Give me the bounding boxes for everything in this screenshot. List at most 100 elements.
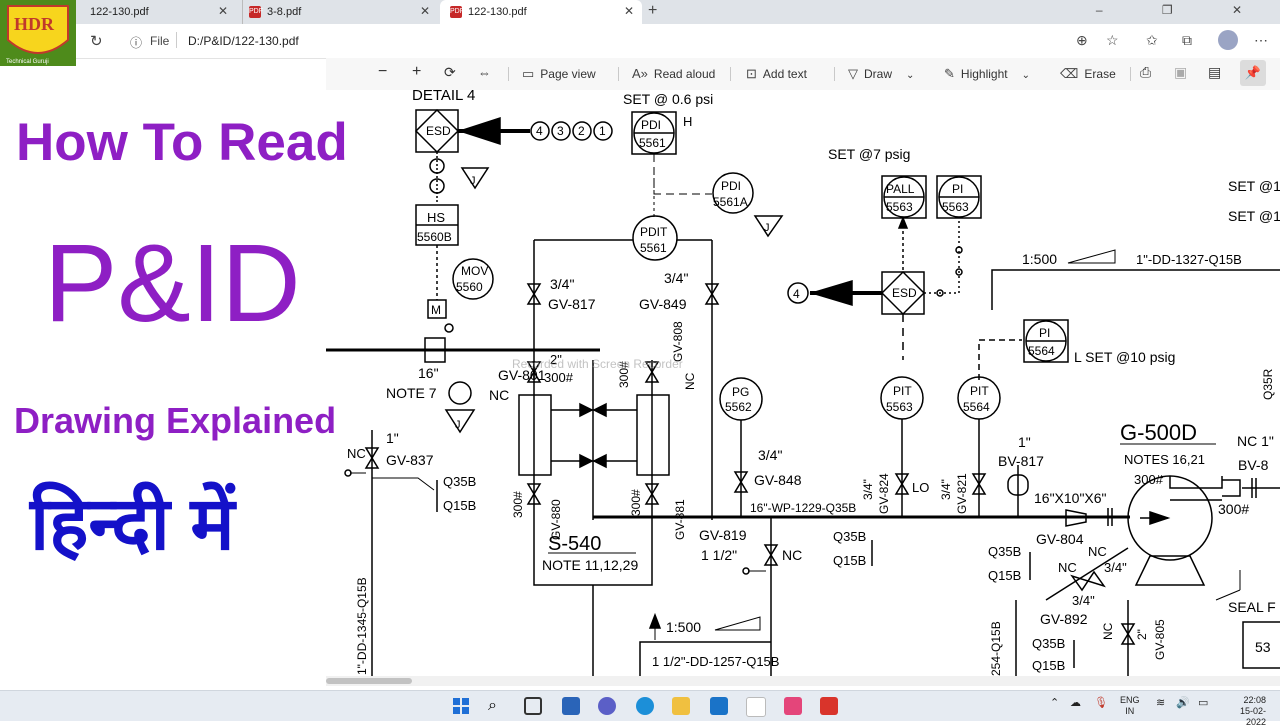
screen-recorder-icon[interactable] bbox=[820, 697, 838, 715]
tab-3-8[interactable]: PDF 3-8.pdf ✕ bbox=[242, 0, 438, 24]
svg-text:5563: 5563 bbox=[886, 400, 913, 414]
battery-icon[interactable]: ▭ bbox=[1198, 697, 1209, 709]
title-drawing-explained: Drawing Explained bbox=[14, 400, 337, 441]
svg-text:J: J bbox=[764, 222, 770, 234]
window-controls[interactable]: ‒ ❐ ✕ bbox=[1095, 3, 1270, 17]
favorite-add-icon[interactable]: ☆ bbox=[1106, 32, 1119, 48]
svg-text:2: 2 bbox=[578, 124, 585, 138]
svg-text:5564: 5564 bbox=[1028, 344, 1055, 358]
collections-icon[interactable]: ⧉ bbox=[1182, 32, 1192, 48]
close-icon[interactable]: ✕ bbox=[217, 4, 228, 18]
onedrive-icon[interactable]: ☁ bbox=[1070, 697, 1081, 709]
task-view-icon[interactable] bbox=[524, 697, 542, 715]
svg-text:PIT: PIT bbox=[893, 384, 912, 398]
svg-text:3/4": 3/4" bbox=[758, 447, 782, 463]
new-tab-button[interactable]: + bbox=[648, 2, 658, 19]
refresh-icon[interactable]: ↻ bbox=[90, 33, 103, 50]
tab-122-130-active[interactable]: PDF 122-130.pdf ✕ bbox=[440, 0, 642, 24]
hs-5560b-instrument: HS 5560B bbox=[415, 204, 459, 246]
edge-icon[interactable] bbox=[636, 697, 654, 715]
zoom-out-icon[interactable]: − bbox=[378, 63, 388, 80]
divider bbox=[730, 67, 731, 81]
svg-text:5563: 5563 bbox=[886, 200, 913, 214]
svg-text:SET @1: SET @1 bbox=[1228, 208, 1280, 224]
favorites-icon[interactable]: ✩ bbox=[1146, 32, 1158, 48]
svg-text:GV-821: GV-821 bbox=[955, 473, 969, 514]
thumbnail-overlay-panel: How To Read P&ID Drawing Explained हिन्द… bbox=[0, 70, 348, 690]
widgets-icon[interactable] bbox=[562, 697, 580, 715]
clock-date: 15-02-2022 bbox=[1239, 706, 1266, 727]
clock[interactable]: 22:08 15-02-2022 bbox=[1222, 695, 1266, 728]
zoom-in-icon[interactable]: + bbox=[412, 63, 422, 80]
pdi-5561a-bubble bbox=[712, 172, 754, 214]
chat-icon[interactable] bbox=[598, 697, 616, 715]
zoom-icon[interactable]: ⊕ bbox=[1076, 32, 1088, 48]
divider bbox=[176, 32, 177, 48]
page-view-button[interactable]: ▭Page view bbox=[522, 66, 596, 82]
add-text-button[interactable]: ⊡Add text bbox=[746, 66, 807, 82]
info-icon[interactable]: ⓘ bbox=[130, 36, 143, 50]
svg-text:GV-805: GV-805 bbox=[1153, 619, 1167, 660]
print-icon[interactable]: ⎙ bbox=[1140, 64, 1152, 80]
wifi-icon[interactable]: ≋ bbox=[1156, 697, 1166, 709]
language-indicator[interactable]: ENG IN bbox=[1120, 695, 1140, 717]
svg-text:1"-DD-1345-Q15B: 1"-DD-1345-Q15B bbox=[355, 577, 369, 675]
recorder-watermark: Recorded with Screen Recorder bbox=[512, 357, 683, 371]
app-icon[interactable] bbox=[784, 697, 802, 715]
rotate-icon[interactable]: ⟳ bbox=[444, 64, 456, 80]
close-icon[interactable]: ✕ bbox=[419, 4, 430, 18]
search-icon[interactable]: ⌕ bbox=[488, 697, 497, 714]
svg-text:SEAL F: SEAL F bbox=[1228, 599, 1276, 615]
chevron-down-icon[interactable]: ⌄ bbox=[906, 70, 915, 81]
svg-text:1"-DD-1327-Q15B: 1"-DD-1327-Q15B bbox=[1136, 252, 1242, 267]
save-as-icon[interactable]: ▤ bbox=[1208, 64, 1222, 80]
scrollbar-thumb[interactable] bbox=[326, 678, 412, 684]
close-icon[interactable]: ✕ bbox=[623, 4, 634, 18]
svg-text:5563: 5563 bbox=[942, 200, 969, 214]
erase-button[interactable]: ⌫Erase bbox=[1060, 66, 1116, 82]
mail-icon[interactable] bbox=[710, 697, 728, 715]
erase-label: Erase bbox=[1084, 67, 1116, 81]
save-icon[interactable]: ▣ bbox=[1174, 64, 1188, 80]
svg-text:NC: NC bbox=[1101, 622, 1115, 640]
more-icon[interactable]: ⋯ bbox=[1254, 32, 1268, 48]
highlight-button[interactable]: ✎Highlight⌄ bbox=[944, 66, 1030, 82]
region-label: IN bbox=[1125, 706, 1135, 716]
url-input[interactable]: D:/P&ID/122-130.pdf bbox=[188, 34, 299, 48]
read-aloud-button[interactable]: A»Read aloud bbox=[632, 66, 715, 81]
svg-text:M: M bbox=[431, 303, 441, 317]
hdr-logo: HDR Technical Guruji bbox=[0, 0, 76, 66]
svg-text:GV-881: GV-881 bbox=[673, 499, 687, 540]
svg-text:SET @1: SET @1 bbox=[1228, 178, 1280, 194]
svg-text:PG: PG bbox=[732, 385, 749, 399]
divider bbox=[508, 67, 509, 81]
title-how-to-read: How To Read bbox=[16, 113, 348, 172]
divider bbox=[834, 67, 835, 81]
pi-5563-instrument: PI 5563 bbox=[936, 175, 982, 219]
svg-text:1 1/2": 1 1/2" bbox=[701, 547, 737, 563]
volume-icon[interactable]: 🔊 bbox=[1176, 697, 1190, 709]
svg-text:ESD: ESD bbox=[892, 286, 917, 300]
amazon-icon[interactable] bbox=[746, 697, 766, 717]
svg-text:5561A: 5561A bbox=[713, 195, 748, 209]
tab-122-130-first[interactable]: 122-130.pdf ✕ bbox=[60, 0, 236, 24]
svg-text:NOTE 7: NOTE 7 bbox=[386, 385, 437, 401]
profile-avatar[interactable] bbox=[1218, 30, 1238, 50]
divider bbox=[618, 67, 619, 81]
pin-toolbar-icon[interactable]: 📌 bbox=[1240, 60, 1266, 86]
file-explorer-icon[interactable] bbox=[672, 697, 690, 715]
detail-label: DETAIL 4 bbox=[412, 90, 475, 104]
pdf-page-view[interactable]: DETAIL 4 ESD 4 3 2 1 J HS 5560B M MOV 55… bbox=[326, 90, 1280, 676]
draw-button[interactable]: ▽Draw⌄ bbox=[848, 66, 914, 82]
pi-5564-instrument: PI 5564 bbox=[1023, 319, 1069, 363]
start-icon[interactable] bbox=[452, 697, 470, 715]
page-view-label: Page view bbox=[540, 67, 596, 81]
chevron-down-icon[interactable]: ⌄ bbox=[1021, 70, 1030, 81]
horizontal-scrollbar[interactable] bbox=[326, 676, 1280, 686]
title-hindi: हिन्दी में bbox=[30, 482, 235, 565]
svg-text:4: 4 bbox=[793, 287, 800, 301]
fit-page-icon[interactable]: ⇔ bbox=[478, 65, 491, 80]
chevron-up-icon[interactable]: ⌃ bbox=[1050, 697, 1060, 709]
svg-text:1": 1" bbox=[1018, 434, 1031, 450]
microphone-icon[interactable]: 🎙 bbox=[1094, 697, 1108, 709]
